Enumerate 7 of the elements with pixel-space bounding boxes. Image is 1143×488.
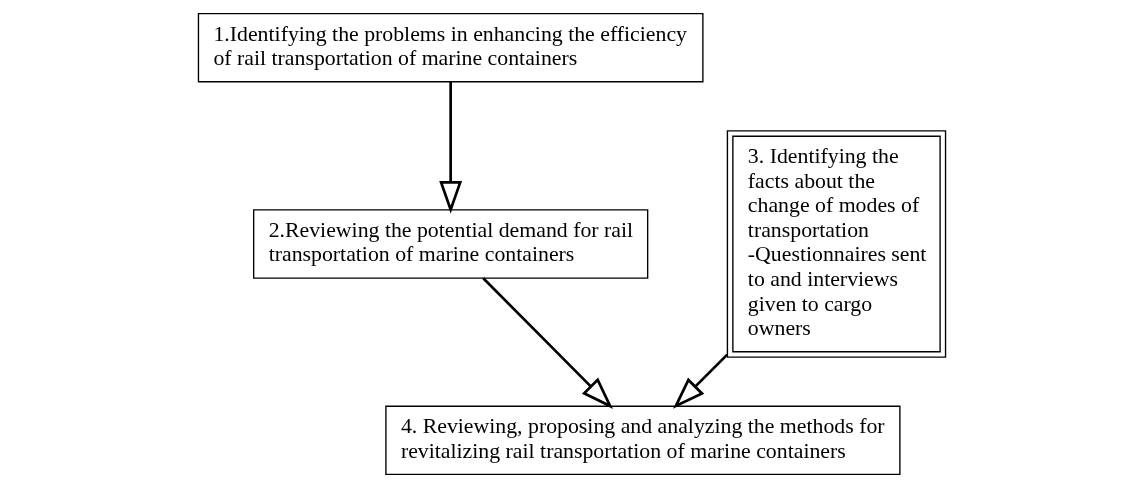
node-box: 2.Reviewing the potential demand for rail transportation of marine containers [252, 209, 648, 279]
node-box: 1.Identifying the problems in enhancing the efficiency of rail transportation of marine containers [197, 12, 704, 83]
arrow [438, 81, 462, 214]
node-box: 3. Identifying the facts about the change of modes of transportation -Questionnaires sent to and interviews given to cargo owners [726, 130, 946, 358]
arrow [672, 353, 728, 409]
node-box: 4. Reviewing, proposing and analyzing the methods for revitalizing rail transportation of marine containers [384, 405, 901, 476]
arrow [481, 277, 613, 409]
